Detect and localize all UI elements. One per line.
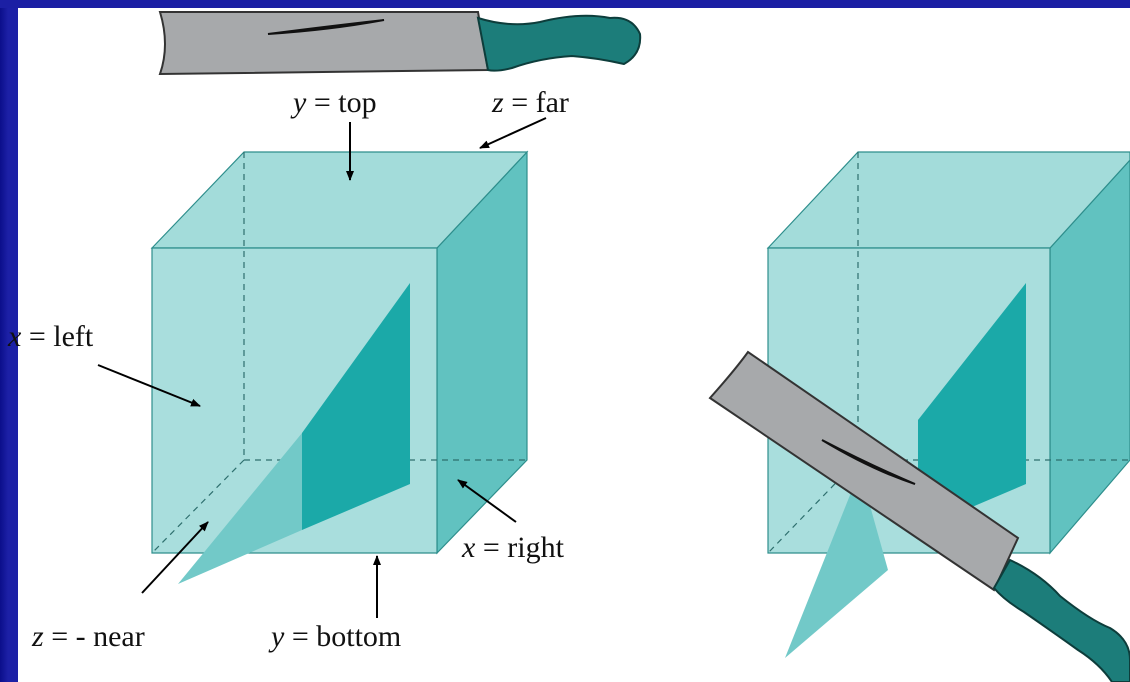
- cleaver-knife-icon: [158, 11, 642, 76]
- label-z-near: z = - near: [32, 622, 145, 652]
- left-clip-triangle: [178, 433, 302, 584]
- knife-top-slot: [267, 19, 385, 35]
- label-x-right-text: = right: [482, 531, 564, 564]
- label-z-far: z = far: [492, 88, 569, 118]
- label-z-near-var: z: [32, 620, 44, 653]
- arrow-x-right: [457, 479, 517, 523]
- knife-right-slot: [821, 439, 916, 485]
- label-y-bottom-text: = bottom: [291, 620, 402, 653]
- right-clip-polygon: [918, 283, 1026, 530]
- right-clip-triangle: [785, 470, 888, 658]
- left-cube: [150, 150, 529, 584]
- label-x-left-var: x: [8, 320, 22, 353]
- label-x-right-var: x: [462, 531, 476, 564]
- label-y-bottom-var: y: [271, 620, 285, 653]
- label-z-near-text: = - near: [51, 620, 145, 653]
- knife-right-blade: [708, 350, 1020, 592]
- arrow-x-left: [97, 364, 201, 407]
- arrow-z-far: [479, 117, 547, 149]
- label-y-top: y = top: [293, 88, 377, 118]
- label-y-top-var: y: [293, 86, 307, 119]
- right-cube: [766, 151, 1130, 658]
- slide-frame-top: [0, 0, 1130, 8]
- knife-right-handle: [992, 558, 1130, 682]
- arrow-z-near: [141, 521, 209, 594]
- label-x-left: x = left: [8, 322, 93, 352]
- knife-top-handle: [476, 14, 642, 72]
- label-x-right: x = right: [462, 533, 564, 563]
- cleaver-knife-icon: [708, 350, 1130, 682]
- left-clip-polygon: [302, 283, 410, 530]
- label-arrows: [97, 117, 547, 618]
- label-y-bottom: y = bottom: [271, 622, 401, 652]
- label-y-top-text: = top: [313, 86, 377, 119]
- knife-top-blade: [158, 11, 490, 76]
- label-z-far-var: z: [492, 86, 504, 119]
- label-x-left-text: = left: [28, 320, 94, 353]
- label-z-far-text: = far: [511, 86, 569, 119]
